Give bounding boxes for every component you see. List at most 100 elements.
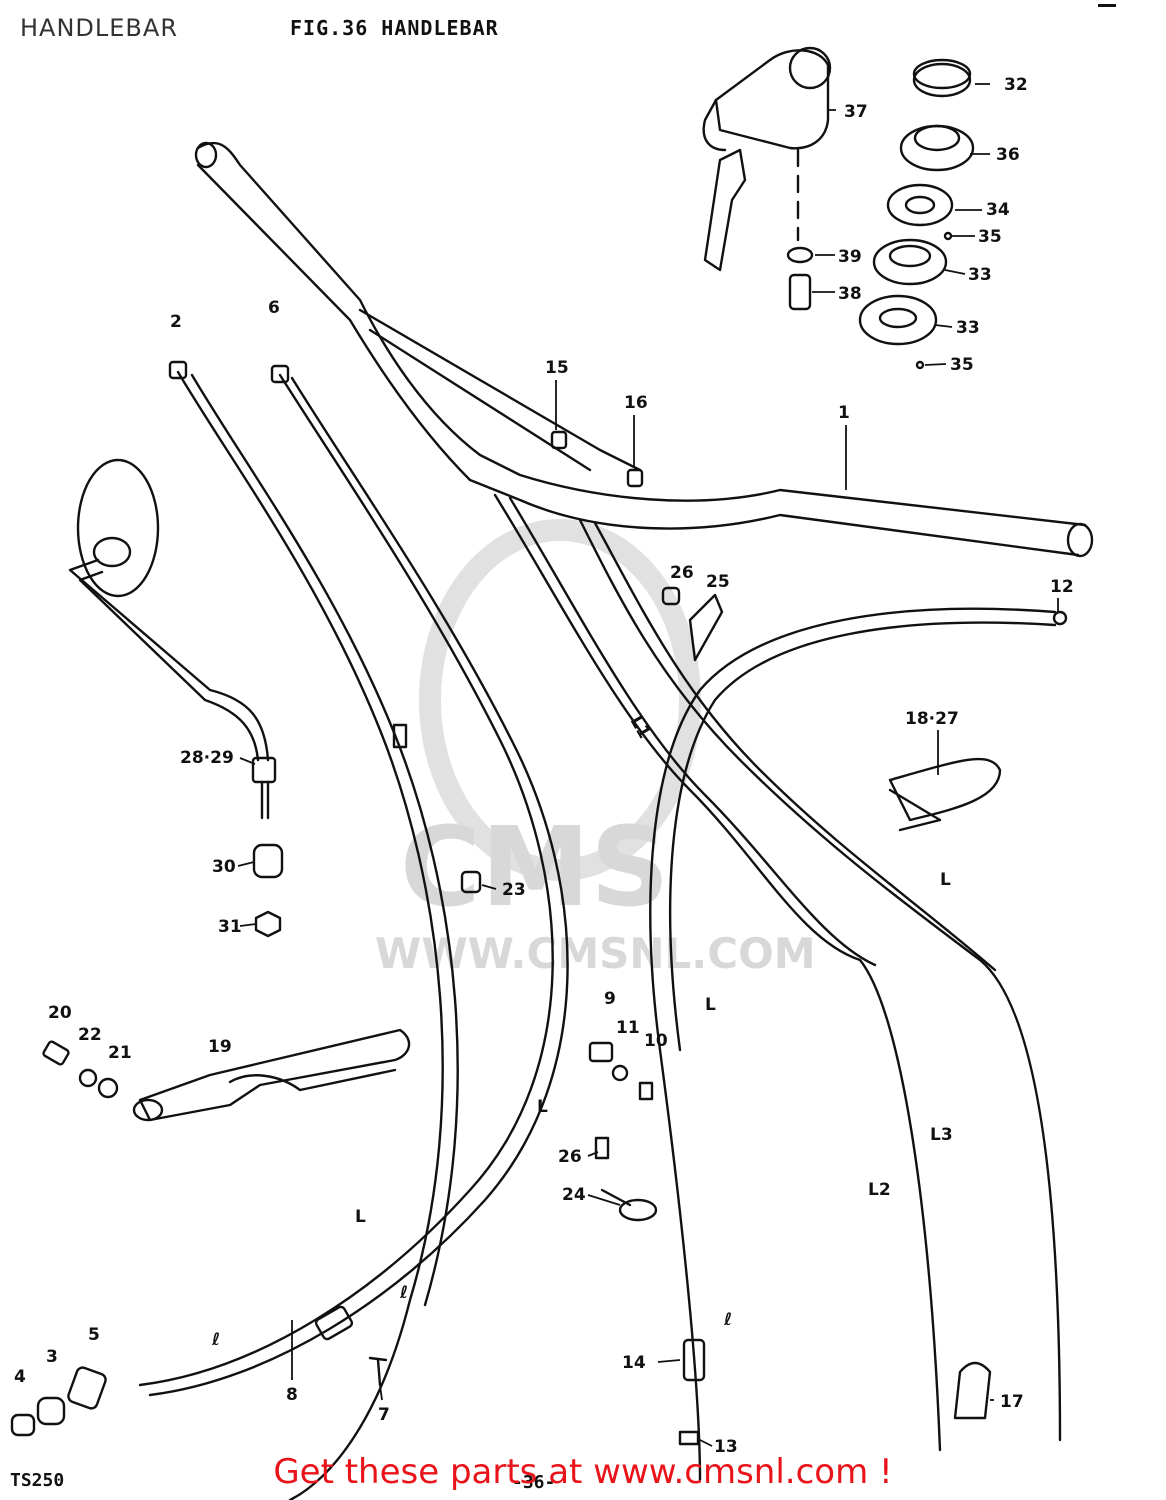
callout-25: 25 — [706, 572, 730, 592]
handlebar — [194, 141, 1094, 558]
callout-38: 38 — [838, 284, 862, 304]
callout-26a: 26 — [670, 563, 694, 583]
callout-35b: 35 — [950, 355, 974, 375]
part-23 — [460, 870, 482, 894]
callout-39: 39 — [838, 247, 862, 267]
part-15 — [550, 430, 568, 450]
callout-5: 5 — [88, 1325, 100, 1345]
callout-31: 31 — [218, 917, 242, 937]
part-24 — [618, 1198, 658, 1222]
callout-4: 4 — [14, 1367, 26, 1387]
callout-19: 19 — [208, 1037, 232, 1057]
part-38 — [788, 273, 812, 311]
callout-24: 24 — [562, 1185, 586, 1205]
part-5 — [67, 1366, 107, 1410]
callout-28-29: 28·29 — [180, 748, 234, 768]
callout-20: 20 — [48, 1003, 72, 1023]
part-34 — [886, 183, 954, 227]
cable-2 — [168, 360, 459, 1500]
callout-3: 3 — [46, 1347, 58, 1367]
part-21 — [97, 1077, 119, 1099]
dim-ell-c: ℓ — [211, 1330, 220, 1350]
leader-lines — [237, 83, 1059, 1447]
part-20 — [42, 1040, 70, 1066]
callout-10: 10 — [644, 1031, 668, 1051]
callout-12: 12 — [1050, 577, 1074, 597]
callout-32: 32 — [1004, 75, 1028, 95]
cable-6 — [138, 364, 569, 1397]
part-30 — [252, 843, 284, 879]
part-13 — [678, 1430, 700, 1446]
callout-6: 6 — [268, 298, 280, 318]
dim-l-a: L — [940, 870, 951, 890]
model-label: TS250 — [10, 1470, 65, 1491]
callout-numbers: 1 2 3 4 5 6 7 8 9 10 11 12 13 14 15 16 1… — [14, 75, 1074, 1457]
callout-2: 2 — [170, 312, 182, 332]
part-35a — [943, 231, 953, 241]
part-9 — [588, 1041, 614, 1063]
part-10 — [638, 1081, 654, 1101]
part-26b — [594, 1136, 610, 1160]
callout-36: 36 — [996, 145, 1020, 165]
dim-ell-b: ℓ — [723, 1310, 732, 1330]
dim-l-d: L — [355, 1207, 366, 1227]
ignition-switch — [702, 46, 832, 272]
callout-21: 21 — [108, 1043, 132, 1063]
dim-l-c: L — [537, 1097, 548, 1117]
callout-13: 13 — [714, 1437, 738, 1457]
callout-34: 34 — [986, 200, 1010, 220]
part-16 — [626, 468, 644, 488]
part-31 — [254, 910, 282, 938]
figure-title: FIG.36 HANDLEBAR — [290, 16, 499, 40]
part-8-adjuster — [314, 1305, 354, 1341]
part-33b — [858, 294, 938, 346]
part-22 — [78, 1068, 98, 1088]
part-3 — [36, 1396, 66, 1426]
dim-l2: L2 — [868, 1180, 891, 1200]
part-14 — [682, 1338, 706, 1382]
part-19 — [132, 1028, 411, 1122]
callout-33a: 33 — [968, 265, 992, 285]
part-39 — [786, 246, 814, 264]
part-25 — [688, 593, 724, 662]
watermark-url: WWW.CMSNL.COM — [375, 929, 816, 978]
dim-l-b: L — [705, 995, 716, 1015]
callout-23: 23 — [502, 880, 526, 900]
cable-12 — [649, 607, 1068, 1482]
page-title: HANDLEBAR — [20, 14, 178, 42]
part-35b — [915, 360, 925, 370]
cms-watermark: CMS WWW.CMSNL.COM — [375, 519, 816, 978]
callout-7: 7 — [378, 1405, 390, 1425]
callout-11: 11 — [616, 1018, 640, 1038]
part-7 — [368, 1356, 388, 1387]
callout-22: 22 — [78, 1025, 102, 1045]
callout-37: 37 — [844, 102, 868, 122]
callout-17: 17 — [1000, 1392, 1024, 1412]
part-36 — [899, 124, 975, 172]
part-11 — [611, 1064, 629, 1082]
callout-14: 14 — [622, 1353, 646, 1373]
part-17 — [953, 1361, 992, 1420]
callout-9: 9 — [604, 989, 616, 1009]
part-26a — [661, 586, 681, 606]
part-33a — [872, 238, 948, 286]
callout-18-27: 18·27 — [905, 709, 959, 729]
callout-1: 1 — [838, 403, 850, 423]
callout-8: 8 — [286, 1385, 298, 1405]
watermark-brand: CMS — [400, 803, 669, 931]
callout-30: 30 — [212, 857, 236, 877]
dim-l3: L3 — [930, 1125, 953, 1145]
callout-35a: 35 — [978, 227, 1002, 247]
part-18-27-strap — [888, 757, 1002, 832]
callout-16: 16 — [624, 393, 648, 413]
dim-ell-a: ℓ — [399, 1283, 408, 1303]
callout-33b: 33 — [956, 318, 980, 338]
footer-link-banner[interactable]: Get these parts at www.cmsnl.com ! — [0, 1452, 1166, 1492]
part-4 — [10, 1413, 36, 1437]
callout-15: 15 — [545, 358, 569, 378]
footer-link[interactable]: Get these parts at www.cmsnl.com ! — [273, 1452, 893, 1492]
corner-mark — [1098, 4, 1116, 7]
cable-l1 — [493, 493, 1062, 1452]
callout-26b: 26 — [558, 1147, 582, 1167]
